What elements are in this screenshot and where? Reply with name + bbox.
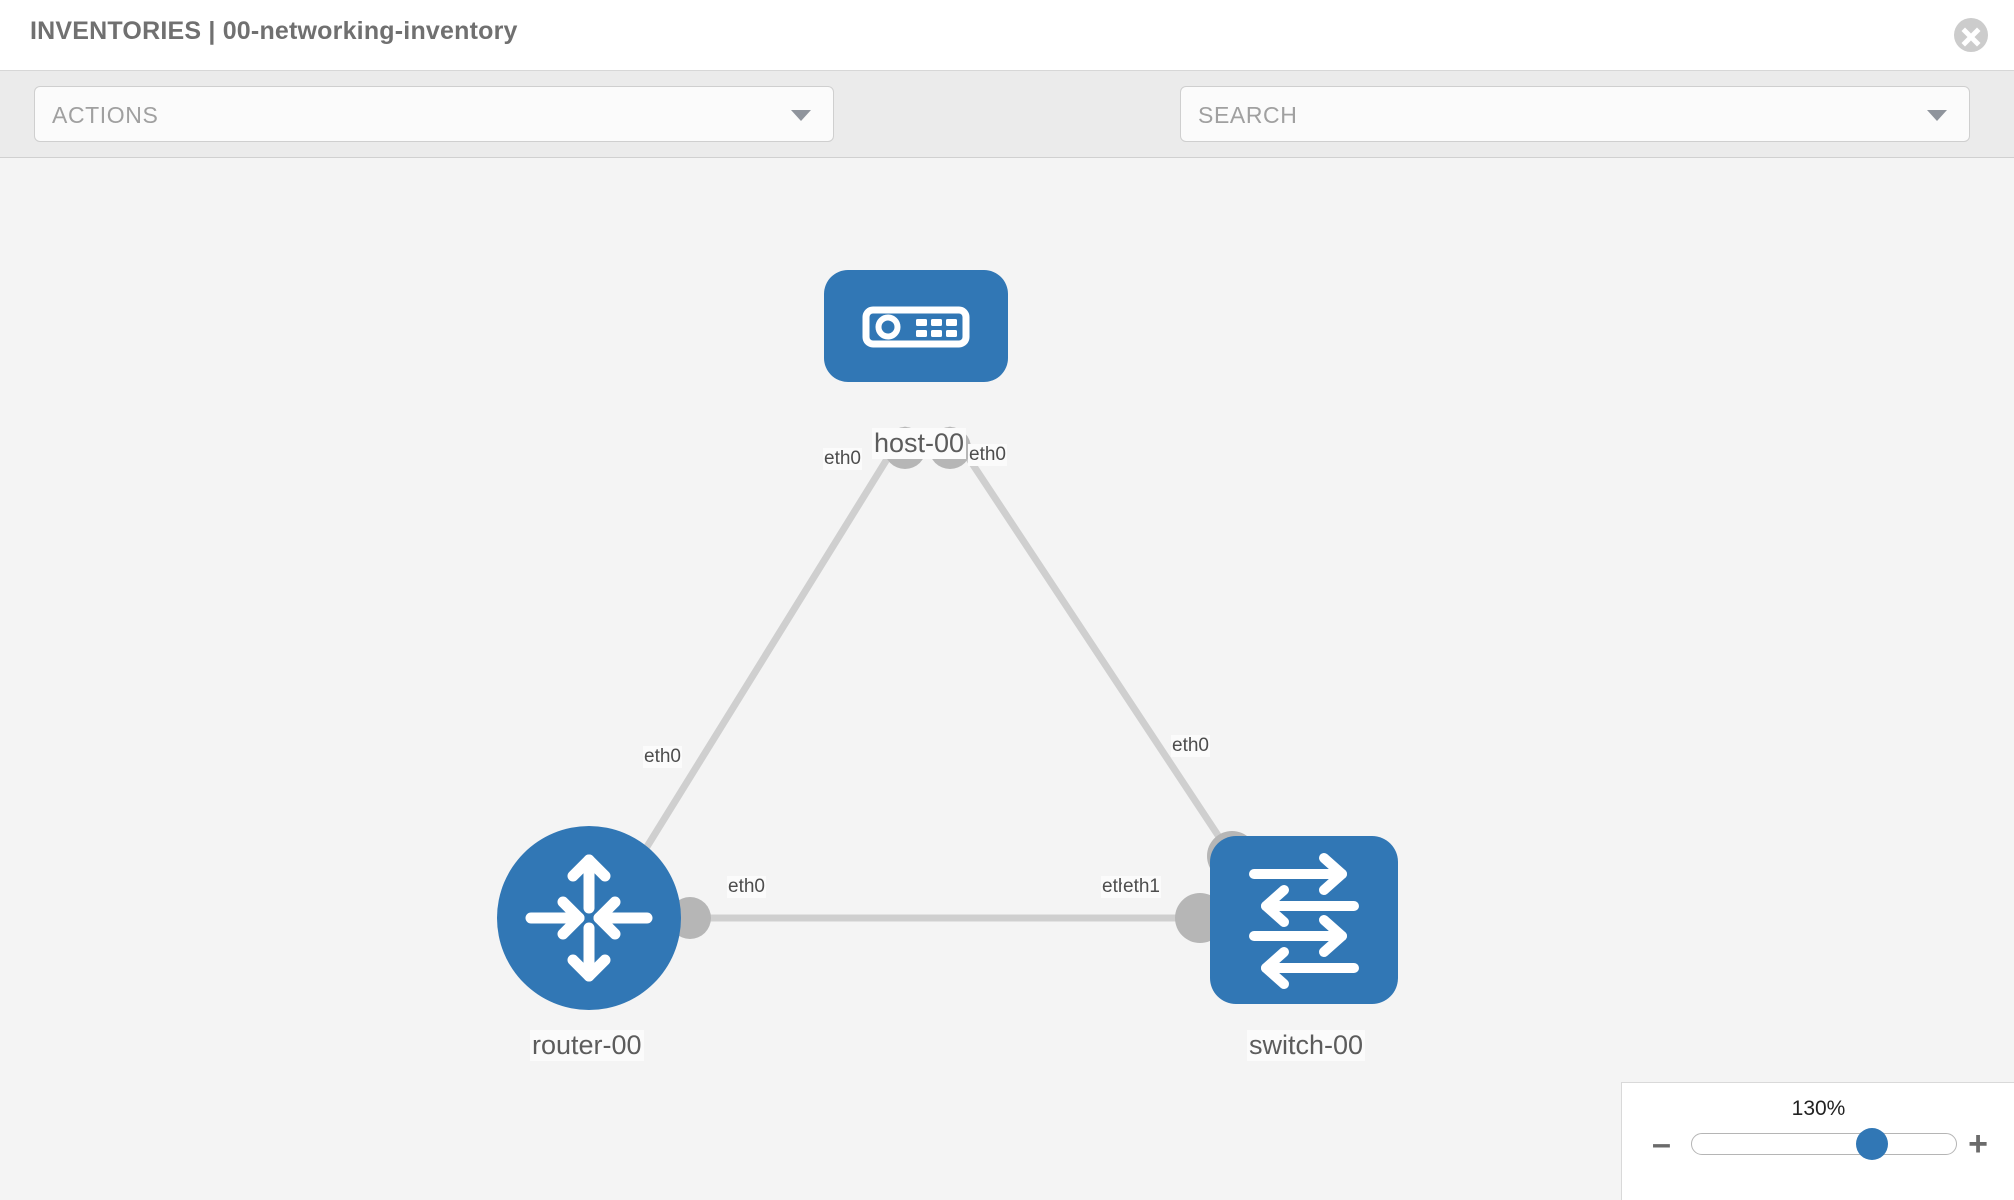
node-label-switch: switch-00 [1247, 1030, 1366, 1061]
zoom-control-panel: 130% – + [1621, 1082, 2014, 1200]
actions-dropdown[interactable]: ACTIONS [34, 86, 834, 142]
link-host-router [636, 426, 909, 862]
zoom-out-button[interactable]: – [1652, 1125, 1671, 1163]
node-switch-00[interactable] [1210, 836, 1398, 1004]
page-title: INVENTORIES | 00-networking-inventory [30, 17, 518, 45]
actions-dropdown-label: ACTIONS [52, 102, 159, 128]
zoom-percent-label: 130% [1791, 1097, 1846, 1120]
topology-canvas[interactable]: host-00 router-00 switch-00 eth0 eth0 et… [0, 158, 2014, 1200]
connector-stub [614, 427, 1257, 943]
zoom-in-button[interactable]: + [1968, 1125, 1988, 1163]
node-host-00[interactable] [824, 270, 1008, 382]
search-input[interactable]: SEARCH [1180, 86, 1970, 142]
zoom-slider[interactable] [1691, 1128, 1957, 1160]
node-router-00[interactable] [497, 826, 681, 1010]
topology-graph [497, 270, 1398, 1010]
page-header: INVENTORIES | 00-networking-inventory [0, 0, 2014, 70]
node-label-host: host-00 [872, 428, 967, 459]
chevron-down-icon[interactable] [1927, 110, 1947, 121]
iface-label-host-eth0-left: eth0 [823, 448, 862, 470]
link-host-switch [946, 426, 1237, 862]
iface-label-switch-eth1: eth1 [1122, 876, 1161, 898]
iface-label-host-eth0-right: eth0 [968, 444, 1007, 466]
iface-label-router-eth0-uplink: eth0 [643, 746, 682, 768]
iface-label-router-eth0: eth0 [727, 876, 766, 898]
zoom-slider-thumb[interactable] [1855, 1128, 1888, 1160]
close-icon[interactable] [1954, 18, 1988, 52]
chevron-down-icon [791, 110, 811, 121]
iface-label-switch-eth0-uplink: eth0 [1171, 735, 1210, 757]
node-label-router: router-00 [530, 1030, 644, 1061]
search-placeholder: SEARCH [1198, 102, 1298, 128]
toolbar: ACTIONS SEARCH [0, 70, 2014, 203]
